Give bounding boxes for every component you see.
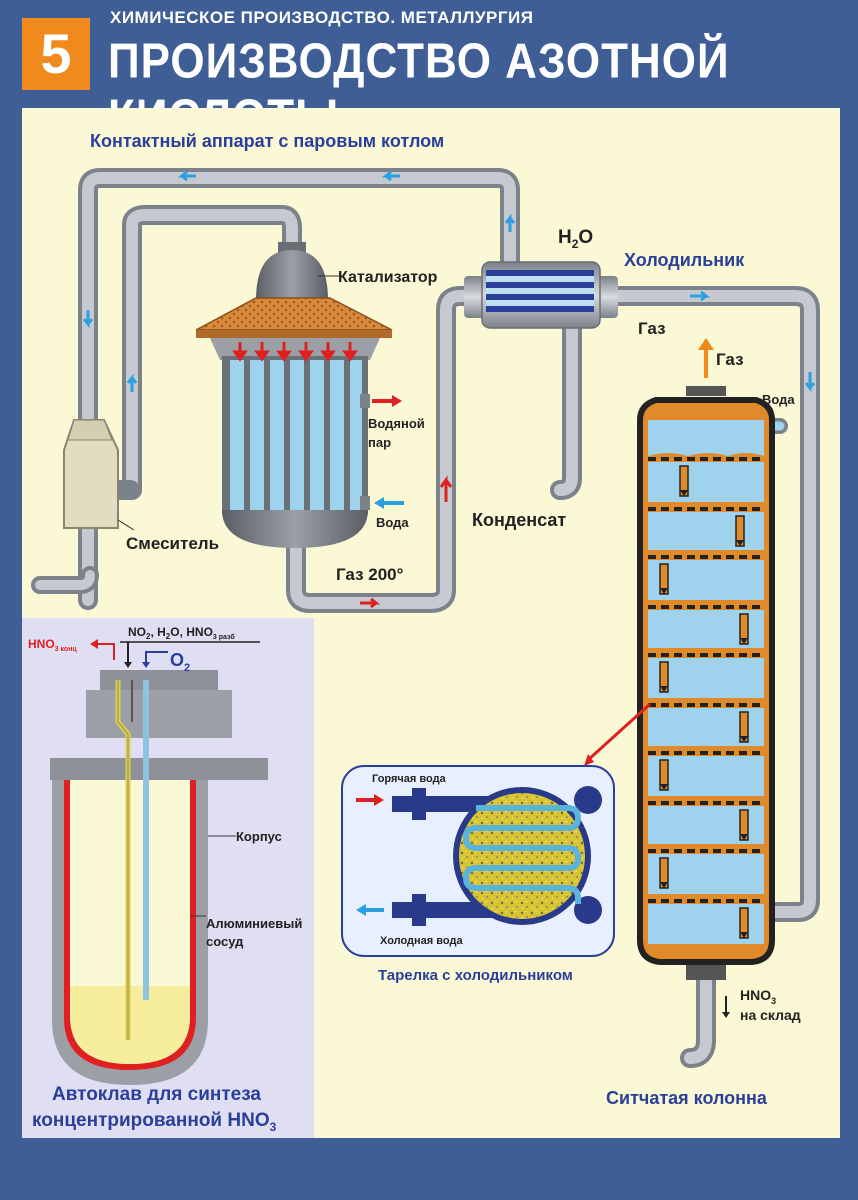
section-number-badge: 5 [22, 18, 90, 90]
column-plates [648, 453, 764, 944]
plate-cooler-inset [341, 765, 615, 957]
label-condensate: Конденсат [472, 510, 566, 530]
label-gas-cooler: Газ [638, 319, 666, 338]
label-autoclave-out: HNO3 конц [28, 637, 77, 653]
label-autoclave-in: NO2, H2O, HNO3 разб [128, 625, 235, 641]
label-contact-apparatus: Контактный аппарат с паровым котлом [90, 131, 444, 151]
label-water-in: Вода [376, 515, 409, 530]
heat-exchanger [464, 261, 618, 329]
label-water-column: Вода [762, 392, 795, 407]
label-autoclave-caption-1: Автоклав для синтеза [52, 1084, 261, 1105]
label-al-vessel-2: сосуд [206, 934, 244, 949]
autoclave-inset [22, 618, 314, 1138]
label-catalyst: Катализатор [338, 269, 438, 286]
section-subtitle: ХИМИЧЕСКОЕ ПРОИЗВОДСТВО. МЕТАЛЛУРГИЯ [110, 8, 534, 27]
label-hno3-out: HNO3 [740, 987, 776, 1006]
label-column-caption: Ситчатая колонна [606, 1088, 768, 1108]
label-body: Корпус [236, 829, 282, 844]
label-hno3-storage: на склад [740, 1007, 801, 1023]
label-steam-2: пар [368, 435, 391, 450]
label-o2: O2 [170, 650, 190, 674]
label-hot-water: Горячая вода [372, 773, 447, 785]
label-gas-top: Газ [716, 350, 744, 369]
label-cooler: Холодильник [624, 250, 745, 270]
label-gas-200: Газ 200° [336, 565, 404, 584]
label-mixer: Смеситель [126, 534, 219, 553]
sieve-column [584, 386, 775, 1018]
flow-arrows [82, 170, 816, 609]
mixer [63, 419, 119, 529]
label-h2o: H2O [558, 227, 593, 251]
label-al-vessel-1: Алюминиевый [206, 916, 302, 931]
contact-apparatus [117, 242, 404, 548]
label-cold-water: Холодная вода [380, 935, 463, 947]
label-steam-1: Водяной [368, 416, 425, 431]
label-plate-caption: Тарелка с холодильником [378, 967, 573, 984]
label-autoclave-caption-2: концентрированной HNO3 [32, 1110, 277, 1134]
